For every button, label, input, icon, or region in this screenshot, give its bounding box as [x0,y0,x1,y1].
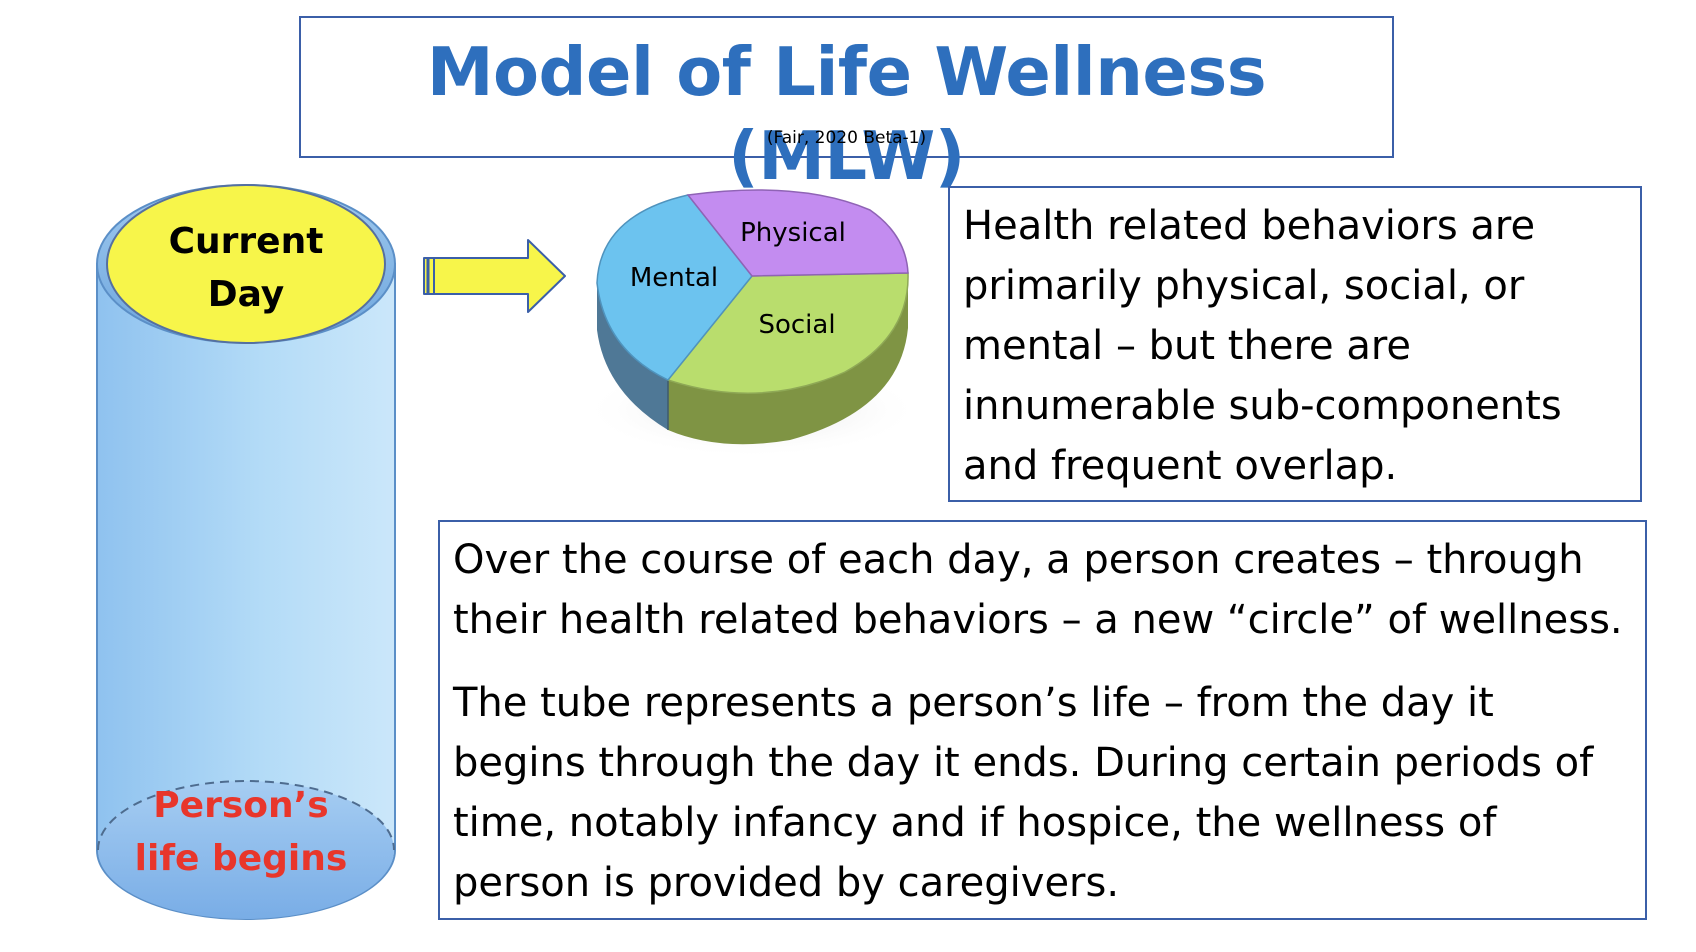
citation: (Fair, 2020 Beta-1) [766,128,927,148]
pie-label-physical: Physical [740,218,846,248]
wellness-pie-chart: Physical Mental Social [582,189,922,458]
tube-explanation-box: Over the course of each day, a person cr… [438,520,1647,920]
explanation-paragraph-2: The tube represents a person’s life – fr… [453,680,1594,906]
pie-slice-physical [686,189,909,277]
current-day-label-line2: Day [208,274,285,315]
pie-side-social [668,273,908,445]
pie-slice-mental [596,194,753,381]
pie-label-social: Social [758,310,835,340]
pie-slice-social [666,272,909,394]
health-behaviors-text: Health related behaviors are primarily p… [963,203,1562,489]
pie-label-mental: Mental [630,263,718,293]
arrow-body [423,239,566,313]
life-tube: Current Day Person’s life begins [96,184,396,920]
right-arrow [423,239,566,313]
current-day-disc [106,184,386,344]
tube-body [96,263,396,920]
tube-bottom-dashed-edge [97,780,395,851]
page-title: Model of Life Wellness (MLW) [426,33,1267,195]
health-behaviors-box: Health related behaviors are primarily p… [948,186,1642,502]
tube-bottom-cap [98,781,394,919]
title-box: Model of Life Wellness (MLW) (Fair, 2020… [299,16,1394,195]
life-begins-label-line1: Person’s [153,785,328,826]
explanation-paragraph-1: Over the course of each day, a person cr… [453,537,1623,643]
current-day-label-line1: Current [169,221,324,262]
life-begins-label-line2: life begins [135,838,348,879]
